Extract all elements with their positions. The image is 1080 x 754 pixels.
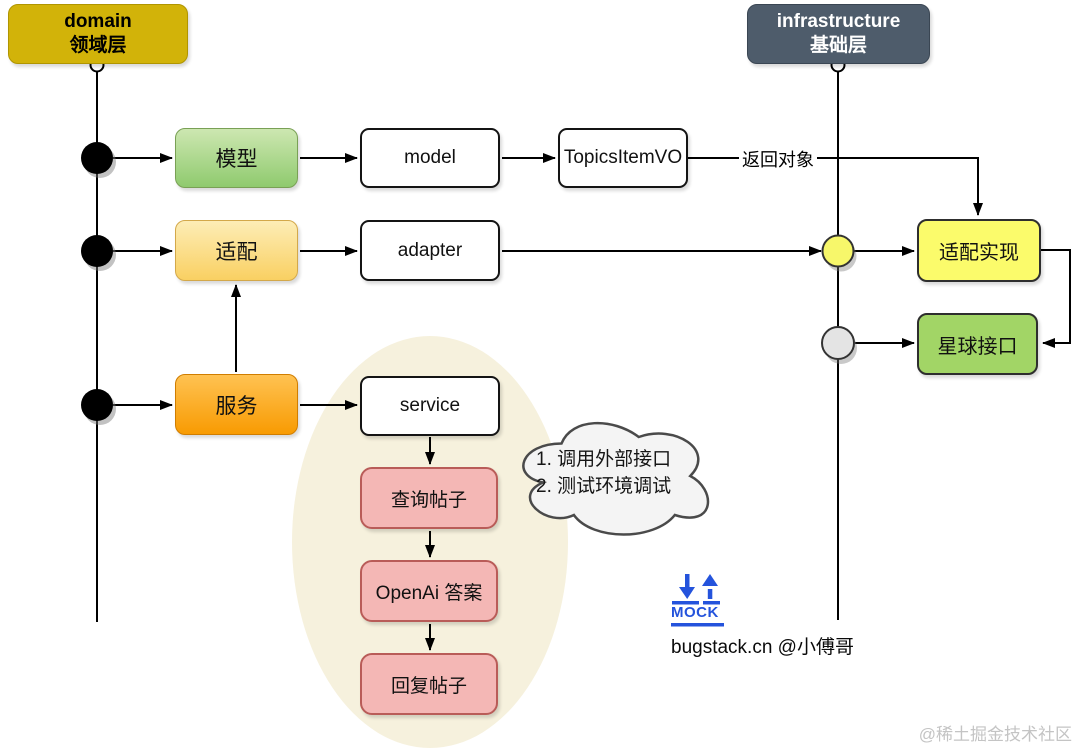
domain-layer-title: domain	[64, 11, 132, 33]
gray-junction-circle	[821, 326, 857, 364]
author-credit: bugstack.cn @小傅哥	[671, 637, 854, 658]
domain-layer-header: domain 领域层	[8, 4, 188, 64]
node-reply-post-label: 回复帖子	[390, 675, 467, 697]
node-query-post: 查询帖子	[360, 467, 498, 529]
edge-adapter-impl-to-planet-api	[1041, 249, 1071, 348]
node-service: service	[360, 376, 500, 436]
mock-badge-label: MOCK	[671, 604, 719, 621]
infrastructure-layer-header: infrastructure 基础层	[747, 4, 930, 64]
cloud-note: 1. 调用外部接口 2. 测试环境调试	[536, 446, 686, 500]
node-service-cn: 服务	[175, 374, 298, 435]
node-model-cn-label: 模型	[215, 148, 258, 171]
node-model: model	[360, 128, 500, 188]
node-planet-api-label: 星球接口	[937, 335, 1018, 358]
node-topics-item-vo: TopicsItemVO	[558, 128, 688, 188]
infrastructure-layer-title: infrastructure	[776, 11, 901, 33]
node-adapter-cn: 适配	[175, 220, 298, 281]
cloud-note-line2: 2. 测试环境调试	[536, 476, 672, 497]
node-openai-answer: OpenAi 答案	[360, 560, 498, 622]
edge-topicsvo-return-object	[688, 157, 983, 216]
spine-dot-model	[81, 142, 116, 178]
node-model-cn: 模型	[175, 128, 298, 188]
cloud-note-line1: 1. 调用外部接口	[536, 449, 672, 470]
infrastructure-layer-subtitle: 基础层	[809, 35, 867, 56]
node-adapter-label: adapter	[397, 239, 463, 261]
node-service-label: service	[399, 395, 461, 416]
site-watermark: @稀土掘金技术社区	[918, 725, 1072, 744]
domain-layer-subtitle: 领域层	[69, 35, 127, 56]
mock-icon	[671, 574, 724, 627]
cloud-shape	[523, 423, 708, 534]
spine-dot-adapter	[81, 235, 116, 271]
edge-label-return-object: 返回对象	[739, 146, 817, 172]
node-adapter-impl: 适配实现	[917, 219, 1041, 282]
node-query-post-label: 查询帖子	[390, 489, 467, 511]
mock-download-arrow-icon	[679, 574, 695, 599]
node-adapter-impl-label: 适配实现	[939, 242, 1019, 264]
node-openai-answer-label: OpenAi 答案	[375, 582, 483, 604]
node-service-cn-label: 服务	[215, 394, 258, 418]
node-reply-post: 回复帖子	[360, 653, 498, 715]
node-adapter-cn-label: 适配	[215, 240, 258, 264]
yellow-junction-circle	[821, 234, 857, 272]
spine-dot-service	[81, 389, 116, 425]
mock-upload-arrow-icon	[702, 574, 718, 599]
node-topics-item-vo-label: TopicsItemVO	[563, 147, 683, 168]
node-adapter: adapter	[360, 220, 500, 281]
node-planet-api: 星球接口	[917, 313, 1038, 375]
node-model-label: model	[404, 147, 456, 168]
